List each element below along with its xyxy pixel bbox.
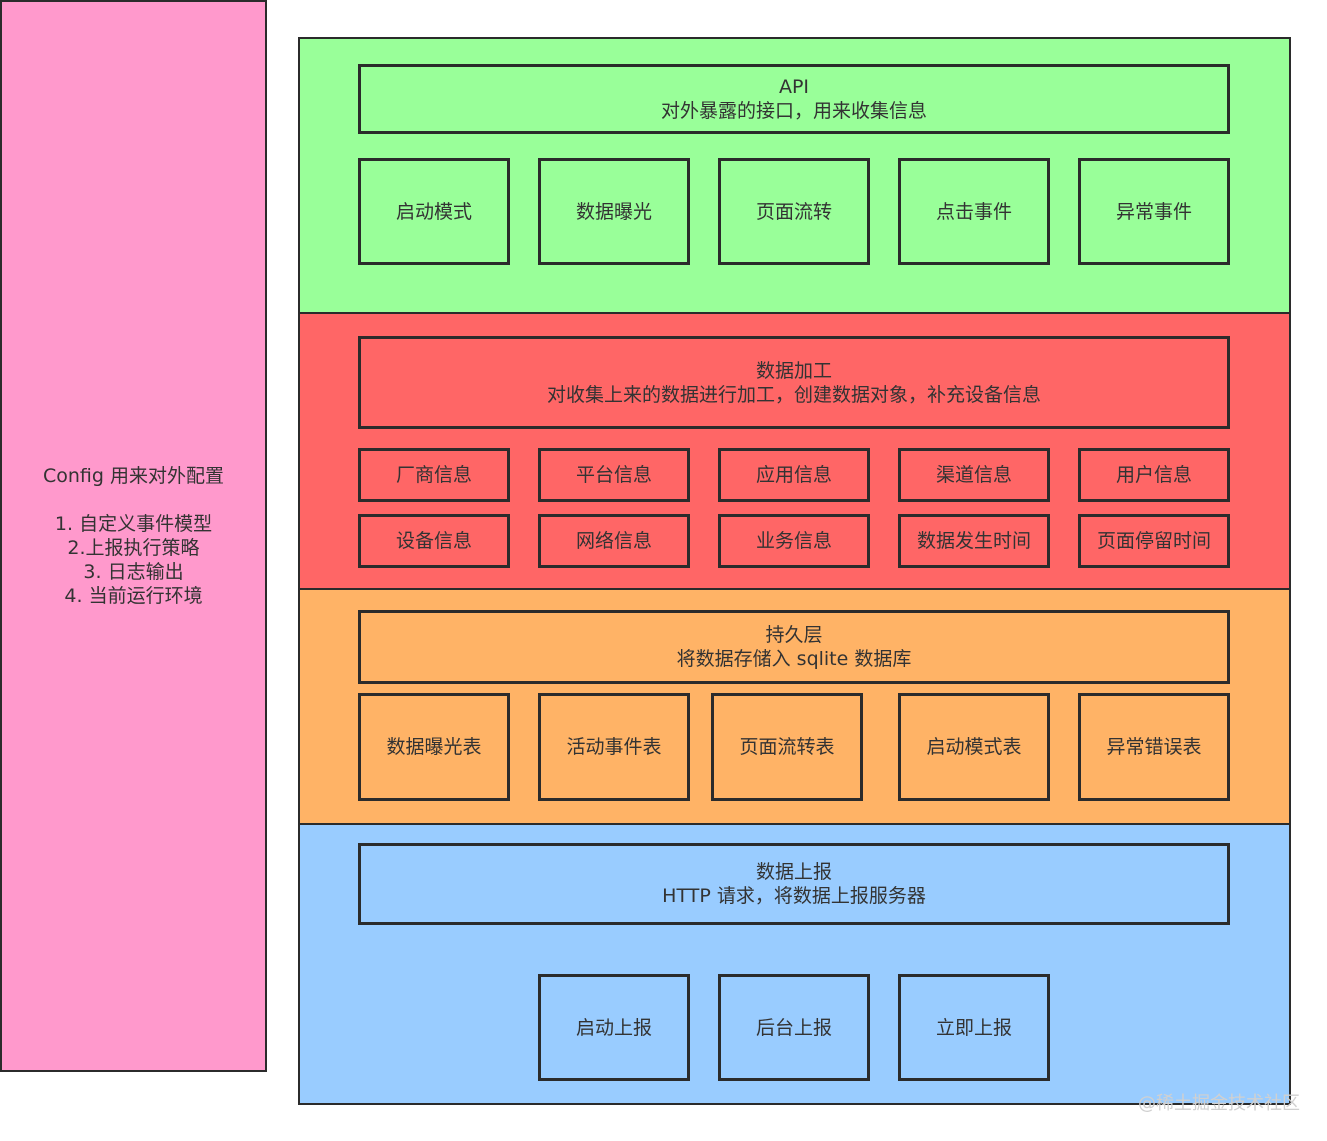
config-title: Config 用来对外配置 [42,465,224,487]
upload-item-background: 后台上报 [718,974,870,1081]
api-header-desc: 对外暴露的接口，用来收集信息 [660,100,927,122]
api-item-page-flow: 页面流转 [718,158,870,265]
processing-header: 数据加工 对收集上来的数据进行加工，创建数据对象，补充设备信息 [358,336,1230,429]
api-item-exception-event: 异常事件 [1078,158,1230,265]
processing-item-user: 用户信息 [1078,448,1230,502]
processing-header-title: 数据加工 [755,359,832,382]
watermark: @稀土掘金技术社区 [1138,1093,1300,1114]
persistence-item-activity-table: 活动事件表 [538,693,690,801]
processing-item-vendor: 厂商信息 [358,448,510,502]
config-item-3: 3. 日志输出 [83,561,184,583]
processing-item-platform: 平台信息 [538,448,690,502]
processing-header-desc: 对收集上来的数据进行加工，创建数据对象，补充设备信息 [546,383,1041,406]
processing-item-network: 网络信息 [538,514,690,568]
upload-header: 数据上报 HTTP 请求，将数据上报服务器 [358,843,1230,925]
config-item-1: 1. 自定义事件模型 [54,513,213,535]
api-item-data-exposure: 数据曝光 [538,158,690,265]
persistence-header: 持久层 将数据存储入 sqlite 数据库 [358,610,1230,684]
persistence-header-title: 持久层 [765,624,823,646]
api-header: API 对外暴露的接口，用来收集信息 [358,64,1230,134]
processing-item-business: 业务信息 [718,514,870,568]
config-item-2: 2.上报执行策略 [67,537,200,559]
upload-header-title: 数据上报 [755,861,832,883]
upload-header-desc: HTTP 请求，将数据上报服务器 [662,885,926,907]
persistence-item-exposure-table: 数据曝光表 [358,693,510,801]
persistence-item-startup-table: 启动模式表 [898,693,1050,801]
upload-item-startup: 启动上报 [538,974,690,1081]
config-panel: Config 用来对外配置 1. 自定义事件模型 2.上报执行策略 3. 日志输… [0,0,267,1072]
config-item-4: 4. 当前运行环境 [64,585,203,607]
processing-item-event-time: 数据发生时间 [898,514,1050,568]
processing-item-channel: 渠道信息 [898,448,1050,502]
processing-item-app: 应用信息 [718,448,870,502]
processing-item-page-stay-time: 页面停留时间 [1078,514,1230,568]
persistence-header-desc: 将数据存储入 sqlite 数据库 [676,648,912,670]
upload-item-immediate: 立即上报 [898,974,1050,1081]
processing-item-device: 设备信息 [358,514,510,568]
api-item-click-event: 点击事件 [898,158,1050,265]
api-item-startup-mode: 启动模式 [358,158,510,265]
api-header-title: API [778,76,810,98]
persistence-item-error-table: 异常错误表 [1078,693,1230,801]
persistence-item-page-flow-table: 页面流转表 [711,693,863,801]
